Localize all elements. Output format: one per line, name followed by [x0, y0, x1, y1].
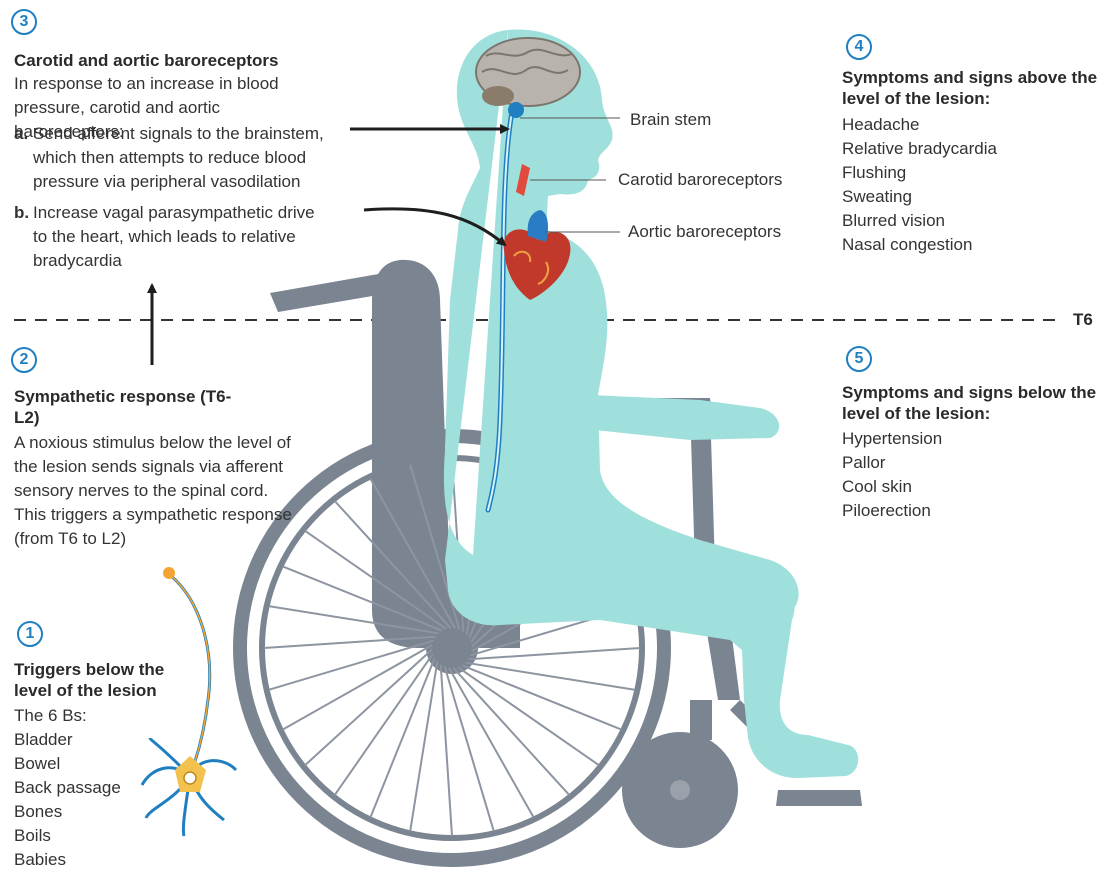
step-5-badge: 5	[846, 346, 872, 372]
step-5-heading: Symptoms and signs below the level of th…	[842, 382, 1107, 424]
step-4-item: Nasal congestion	[842, 233, 997, 257]
step-3-heading: Carotid and aortic baroreceptors	[14, 50, 279, 71]
step-3-item-b-letter: b.	[14, 201, 33, 273]
step-5-list: Hypertension Pallor Cool skin Piloerecti…	[842, 427, 942, 523]
step-4-badge: 4	[846, 34, 872, 60]
wheel-spoke	[469, 648, 640, 659]
step-3-badge: 3	[11, 9, 37, 35]
step-4-item: Relative bradycardia	[842, 137, 997, 161]
step-1-item: Back passage	[14, 776, 121, 800]
step-3-item-b-text: Increase vagal parasympathetic drive to …	[33, 201, 333, 273]
step-5-item: Pallor	[842, 451, 942, 475]
step-1-list: The 6 Bs: Bladder Bowel Back passage Bon…	[14, 704, 121, 872]
step-5-item: Piloerection	[842, 499, 942, 523]
neuron-illustration	[142, 567, 236, 836]
step-1-intro: The 6 Bs:	[14, 704, 121, 728]
step-1-item: Bones	[14, 800, 121, 824]
step-2-badge: 2	[11, 347, 37, 373]
carotid-label: Carotid baroreceptors	[618, 170, 782, 190]
step-1-item: Babies	[14, 848, 121, 872]
lesion-level-label: T6	[1073, 310, 1093, 330]
step-4-item: Flushing	[842, 161, 997, 185]
step-1-item: Boils	[14, 824, 121, 848]
step-1-item: Bladder	[14, 728, 121, 752]
step-1-heading: Triggers below the level of the lesion	[14, 659, 199, 701]
wheel-spoke	[269, 641, 434, 690]
step-3-item-a-text: Send afferent signals to the brainstem, …	[33, 122, 354, 194]
step-3-item-a-letter: a.	[14, 122, 33, 194]
step-1-item: Bowel	[14, 752, 121, 776]
brain-stem-label: Brain stem	[630, 110, 711, 130]
wheel-spoke	[441, 665, 452, 836]
step-5-item: Hypertension	[842, 427, 942, 451]
aortic-label: Aortic baroreceptors	[628, 222, 781, 242]
step-3-item-a: a.Send afferent signals to the brainstem…	[14, 122, 354, 194]
step-4-item: Headache	[842, 113, 997, 137]
step-1-badge: 1	[17, 621, 43, 647]
step-4-item: Blurred vision	[842, 209, 997, 233]
step-4-item: Sweating	[842, 185, 997, 209]
step-2-text: A noxious stimulus below the level of th…	[14, 431, 304, 551]
step-4-heading: Symptoms and signs above the level of th…	[842, 67, 1107, 109]
wheel-spoke	[445, 667, 494, 832]
step-4-list: Headache Relative bradycardia Flushing S…	[842, 113, 997, 257]
step-5-item: Cool skin	[842, 475, 942, 499]
step-2-heading: Sympathetic response (T6-L2)	[14, 386, 254, 428]
step-3-item-b: b.Increase vagal parasympathetic drive t…	[14, 201, 354, 273]
